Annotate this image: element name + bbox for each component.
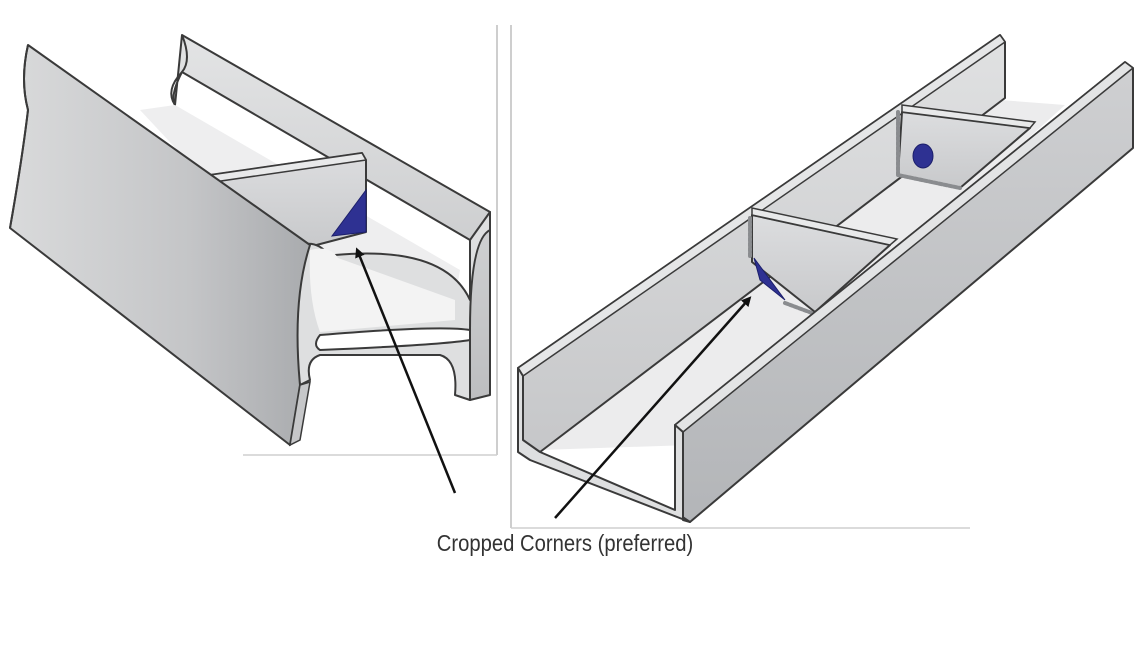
near-weld-bead: [748, 216, 814, 315]
arrow-pointer-icon: [355, 247, 457, 494]
arrow-pointer-icon-channel: [554, 296, 752, 519]
back-flange-cut: [170, 34, 188, 106]
near-stiffener-top: [751, 207, 899, 246]
h-beam-with-stiffener: [9, 25, 498, 494]
far-weld-bead: [896, 110, 962, 190]
web-end-face: [309, 248, 455, 332]
front-flange-edge: [289, 380, 311, 447]
bolt-hole-icon: [912, 143, 934, 169]
front-flange-cut: [9, 44, 30, 229]
diagram-caption: Cropped Corners (preferred): [436, 530, 694, 556]
channel-end-section: [517, 367, 691, 523]
channel-with-stiffeners: [510, 25, 1134, 529]
cropped-corner-highlight: [330, 188, 367, 237]
cropped-corner-highlight-channel: [753, 257, 786, 301]
far-stiffener-top: [901, 104, 1037, 129]
